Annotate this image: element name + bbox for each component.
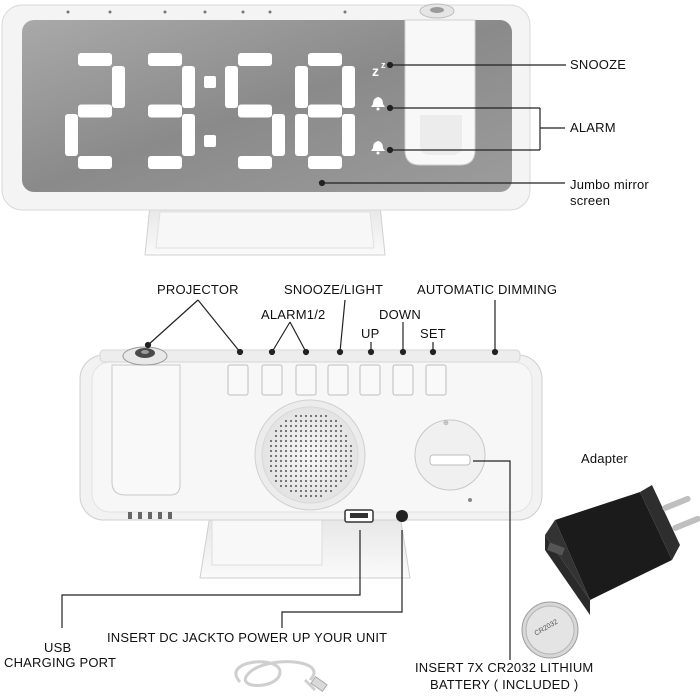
segment-f [225,66,238,108]
dc-jack-label: INSERT DC JACKTO POWER UP YOUR UNIT [107,630,388,645]
clock-back: ⊕ [79,346,543,579]
dc-jack [396,510,408,522]
battery-label-line2: BATTERY ( INCLUDED ) [430,677,579,692]
alarm2-bell-icon [371,141,385,155]
segment-a [148,53,182,66]
up-label: UP [361,326,380,341]
snooze-light-label: SNOOZE/LIGHT [284,282,384,297]
usb-label-line2: CHARGING PORT [4,655,117,670]
segment-g [308,104,342,118]
snooze-label: SNOOZE [570,57,627,72]
segment-d [238,156,272,169]
segment-d [78,156,112,169]
segment-g [78,104,112,118]
mirror-label-line1: Jumbo mirror [570,177,649,192]
auto-dimming-label: AUTOMATIC DIMMING [417,282,558,297]
usb-cable-image [234,660,317,692]
segment-f [295,66,308,108]
digit-2 [148,53,195,169]
segment-b [112,66,125,108]
segment-c [182,114,195,156]
digit-4 [295,53,355,169]
projector-label: PROJECTOR [157,282,239,297]
segment-b [342,66,355,108]
alarm12-label: ALARM1/2 [261,307,326,322]
segment-a [78,53,112,66]
segment-g [238,104,272,118]
digit-1 [65,53,125,169]
adapter-label: Adapter [581,451,628,466]
down-label: DOWN [379,307,421,322]
snooze-indicator-icon: z [372,63,379,79]
mirror-label-line2: screen [570,193,611,208]
digit-3 [225,53,285,169]
alarm-label: ALARM [570,120,616,135]
segment-c [342,114,355,156]
time-display [65,53,355,169]
battery-label-line1: INSERT 7X CR2032 LITHIUM [415,660,594,675]
svg-text:z: z [381,60,386,70]
segment-a [238,53,272,66]
clock-front [1,3,531,256]
segment-e [65,114,78,156]
segment-a [308,53,342,66]
alarm1-bell-icon [371,97,385,111]
svg-text:⊕: ⊕ [443,420,449,427]
segment-d [148,156,182,169]
segment-g [148,104,182,118]
segment-b [182,66,195,108]
usb-label-line1: USB [44,640,72,655]
adapter-image [545,485,700,615]
segment-e [295,114,308,156]
segment-d [308,156,342,169]
coin-battery-image [521,601,579,659]
set-label: SET [420,326,446,341]
segment-c [272,114,285,156]
